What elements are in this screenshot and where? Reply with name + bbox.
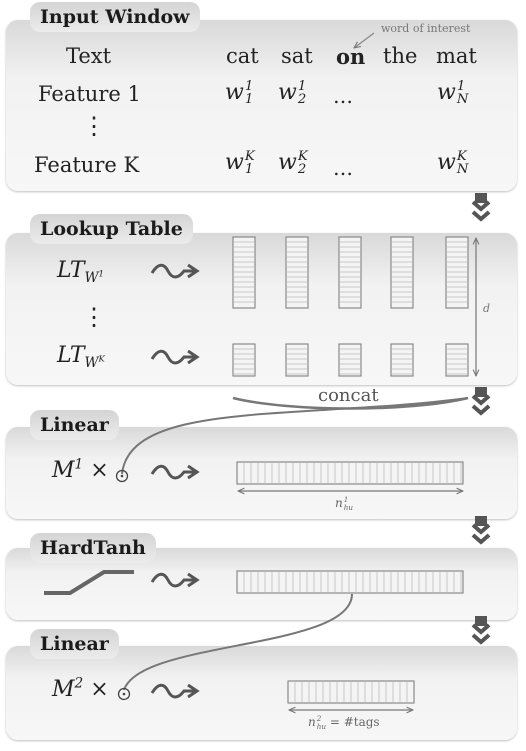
lookup-short-box-5 [445,343,469,377]
lookup-tall-box-4 [390,236,414,309]
lookup-short-box-3 [338,343,362,377]
lookup-tall-box-5 [445,236,469,309]
flow-arrow-1 [471,193,491,222]
hardtanh-icon [44,570,134,595]
word-the: the [383,44,418,68]
lookup-tall-box-1 [232,236,256,309]
input-window-panel [6,20,517,191]
m2-label: M2 × [52,675,109,702]
lookup-tall-boxes [232,236,469,309]
lookup-table-title: Lookup Table [30,214,193,244]
feature1-label: Feature 1 [38,82,141,106]
hardtanh-vector-box [236,570,464,594]
linear2-vector [287,680,415,704]
dots-rowK: … [333,156,353,180]
linear2-vector-box [287,680,415,704]
word-mat: mat [436,44,477,68]
squiggle-arrow-hardtanh [150,572,200,588]
flow-arrow-2 [471,387,491,416]
linear2-title: Linear [30,629,119,659]
lt-w1-label: LTW1 [57,258,104,287]
odot-m2 [117,687,131,701]
featureK-label: Feature K [34,153,140,177]
linear1-title: Linear [30,410,119,440]
dimension-d-label: d [483,302,491,315]
squiggle-arrow-ltK [150,349,200,365]
hardtanh-to-m2-line [123,593,353,691]
flow-arrow-3 [471,516,491,545]
odot-m1 [115,469,129,483]
lookup-short-box-1 [232,343,256,377]
linear1-vector [236,461,464,485]
squiggle-arrow-linear1 [150,464,200,480]
word-cat: cat [226,44,259,68]
squiggle-arrow-lt1 [150,263,200,279]
m1-label: M1 × [52,456,109,483]
linear2-panel [6,646,517,740]
vdots-features: ⋮ [82,112,106,140]
hardtanh-title: HardTanh [30,533,156,563]
concat-label: concat [318,385,379,406]
word-sat: sat [281,44,313,68]
lookup-table-panel [6,233,517,385]
input-window-title: Input Window [30,2,200,32]
linear1-vector-box [236,461,464,485]
lookup-short-boxes [232,343,469,377]
flow-arrow-4 [471,616,491,645]
lookup-short-box-4 [390,343,414,377]
squiggle-arrow-linear2 [150,683,200,699]
lookup-tall-box-2 [285,236,309,309]
word-of-interest-annotation: word of interest [381,22,471,35]
text-row-label: Text [66,44,112,68]
dots-row1: … [333,84,353,108]
lookup-tall-box-3 [338,236,362,309]
lt-wK-label: LTWK [57,343,105,372]
vdots-lookup: ⋮ [82,303,106,331]
word-of-interest-pointer [354,32,375,48]
hardtanh-vector [236,570,464,594]
lookup-short-box-2 [285,343,309,377]
concat-to-m1-line [121,397,469,475]
concat-curve [232,396,469,410]
flow-arrows [471,193,491,645]
